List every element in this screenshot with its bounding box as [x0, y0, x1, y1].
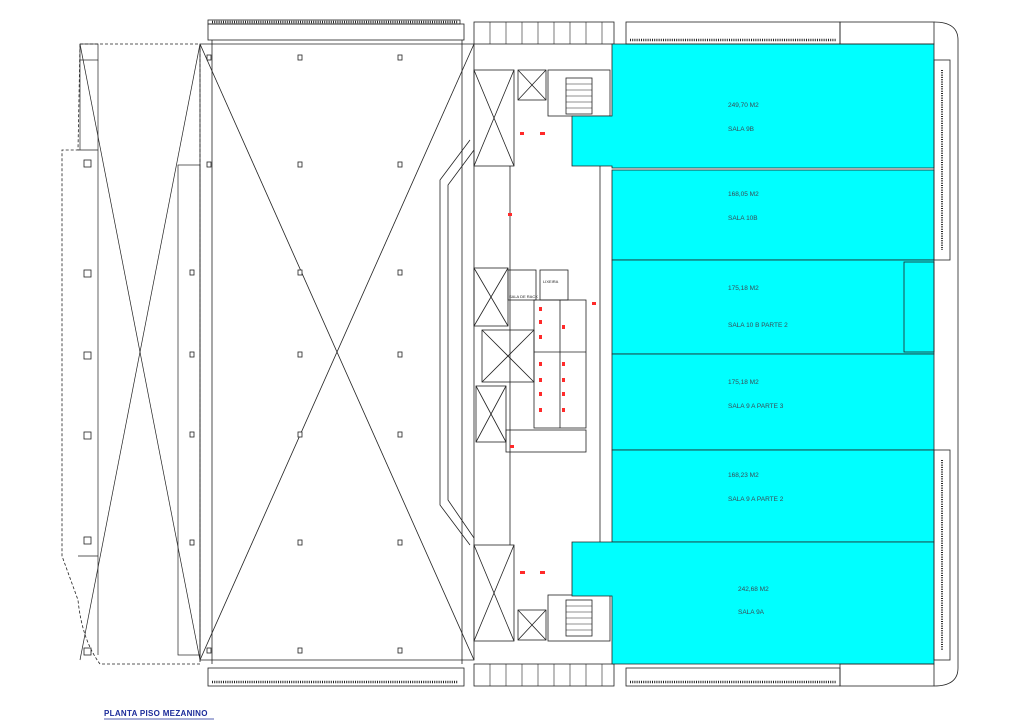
sala-10b-area: 168,05 M2: [728, 191, 759, 198]
left-outline-solid: [78, 43, 201, 661]
room-sala-10b-parte-2: [611, 259, 935, 355]
left-dashed-outline: [61, 43, 201, 665]
sala-10b-name: SALA 10B: [728, 215, 758, 222]
sala-9b-name: SALA 9B: [728, 126, 754, 133]
sala-9a-parte-2-area: 168,23 M2: [728, 472, 759, 479]
drawing-title: PLANTA PISO MEZANINO: [104, 709, 208, 718]
left-columns: [83, 159, 92, 656]
sala-9b-area: 249,70 M2: [728, 102, 759, 109]
sala-10b-parte-2-area: 175,18 M2: [728, 285, 759, 292]
sala-9a-parte-2-name: SALA 9 A PARTE 2: [728, 496, 784, 503]
cyan-rooms: [571, 43, 935, 665]
main-hall: [199, 19, 475, 687]
sala-9a-area: 242,68 M2: [738, 586, 769, 593]
sala-9a-parte-3-name: SALA 9 A PARTE 3: [728, 403, 784, 410]
cleaning-room-label: LIXEIRA: [543, 279, 559, 284]
core-structure: [473, 21, 615, 687]
rack-room-label: SALA DE RACK: [509, 294, 538, 299]
sala-9a-name: SALA 9A: [738, 609, 765, 616]
room-sala-9a-parte-3: [611, 353, 935, 451]
right-facade: [625, 21, 959, 687]
hall-columns: [189, 54, 403, 654]
sala-10b-parte-2-name: SALA 10 B PARTE 2: [728, 322, 788, 329]
sala-9a-parte-3-area: 175,18 M2: [728, 379, 759, 386]
room-labels: 249,70 M2 SALA 9B 168,05 M2 SALA 10B 175…: [509, 102, 788, 616]
room-sala-10b: [611, 169, 935, 261]
drawing-title-block: PLANTA PISO MEZANINO: [104, 709, 214, 720]
room-sala-9a: [571, 541, 935, 665]
